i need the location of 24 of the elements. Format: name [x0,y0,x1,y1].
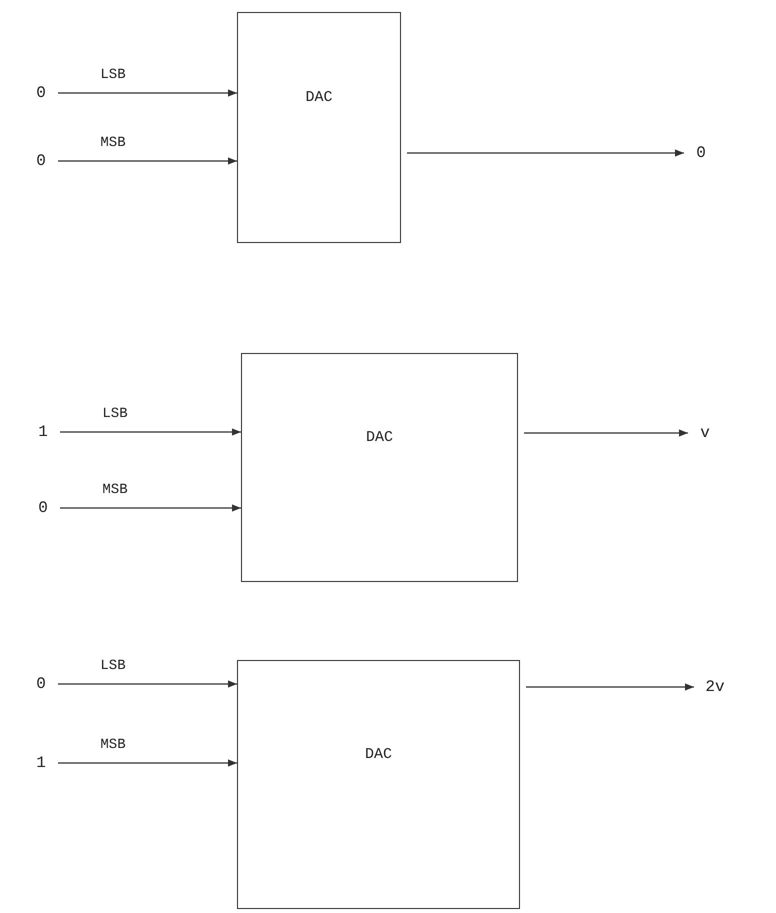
block-label: DAC [364,746,392,763]
dac-block [237,12,401,243]
arrow [58,680,237,688]
arrow [526,683,694,691]
arrow [58,157,237,165]
signal-value: 0 [690,141,712,165]
signal-value: 1 [30,751,52,775]
signal-value: v [694,421,716,445]
arrow [524,429,688,437]
signal-value: 0 [30,672,52,696]
signal-value: 1 [32,420,54,444]
arrow [60,504,241,512]
arrow [58,89,237,97]
arrow [407,149,684,157]
arrow [58,759,237,767]
arrow [60,428,241,436]
signal-value: 2v [700,675,730,699]
block-label: DAC [366,429,393,446]
signal-value: 0 [32,496,54,520]
block-label: DAC [305,89,332,106]
dac-block [241,353,518,582]
signal-value: 0 [30,81,52,105]
dac-block [237,660,520,909]
signal-value: 0 [30,149,52,173]
